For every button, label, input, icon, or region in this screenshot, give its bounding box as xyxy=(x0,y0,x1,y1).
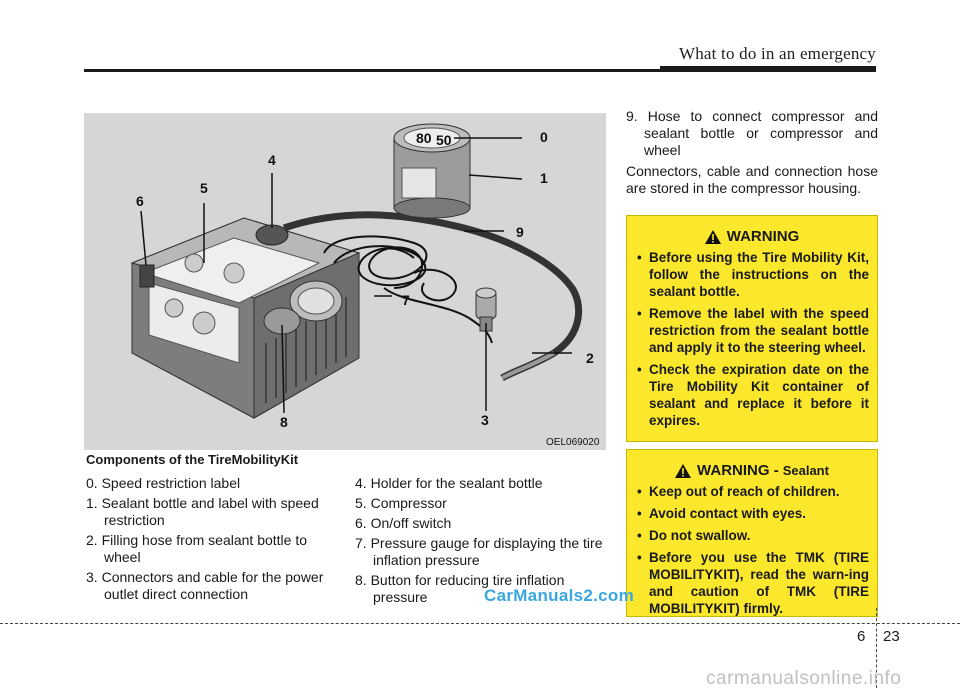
sealant-bottle-illustration: 80 50 xyxy=(393,123,471,219)
list-item: 6. On/off switch xyxy=(355,515,452,531)
list-item: 0. Speed restriction label xyxy=(86,475,241,491)
page-chapter: 6 xyxy=(857,628,866,645)
right-column-text: 9. Hose to connect compressor and sealan… xyxy=(626,108,878,197)
warning-item: Before you use the TMK (TIRE MOBILITYKIT… xyxy=(635,549,869,617)
warning-header: WARNING xyxy=(635,228,869,245)
callout-4: 4 xyxy=(268,152,276,168)
warning-box-sealant: WARNING - Sealant Keep out of reach of c… xyxy=(626,449,878,617)
warning-subtitle: Sealant xyxy=(782,463,829,478)
bottle-mark-80: 80 xyxy=(416,130,432,146)
leader-lines xyxy=(140,137,572,414)
cable-illustration xyxy=(323,235,493,344)
list-item: 1. Sealant bottle and label with speed r… xyxy=(86,495,319,528)
callout-3: 3 xyxy=(481,412,489,428)
warning-item: Remove the label with the speed restrict… xyxy=(635,305,869,356)
warning-title: WARNING xyxy=(726,228,800,245)
list-item: 5. Compressor xyxy=(355,495,447,511)
warning-triangle-icon xyxy=(675,463,692,478)
list-item: 4. Holder for the sealant bottle xyxy=(355,475,543,491)
callout-7: 7 xyxy=(402,292,410,308)
list-item: 8. Button for reducing tire inflation pr… xyxy=(355,572,565,605)
list-item-9: 9. Hose to connect compressor and sealan… xyxy=(626,108,878,158)
warning-item: Check the expiration date on the Tire Mo… xyxy=(635,361,869,429)
header-rule xyxy=(84,69,876,72)
list-item: 3. Connectors and cable for the power ou… xyxy=(86,569,324,602)
warning-box-tire-mobility: WARNING Before using the Tire Mobility K… xyxy=(626,215,878,442)
tire-mobility-kit-figure: 80 50 0 1 2 3 4 5 6 7 8 9 OEL069020 xyxy=(84,113,606,450)
components-list-left: 0. Speed restriction label 1. Sealant bo… xyxy=(86,475,336,606)
callout-9: 9 xyxy=(516,224,524,240)
warning-item: Avoid contact with eyes. xyxy=(635,505,869,522)
figure-caption: Components of the TireMobilityKit xyxy=(86,452,299,467)
warning-triangle-icon xyxy=(704,229,721,244)
watermark-inline: CarManuals2.com xyxy=(484,586,634,605)
list-item: 7. Pressure gauge for displaying the tir… xyxy=(355,535,603,568)
callout-5: 5 xyxy=(200,180,208,196)
warning-header: WARNING - Sealant xyxy=(635,462,869,479)
figure-code: OEL069020 xyxy=(546,437,600,448)
footer-divider xyxy=(876,608,877,688)
warning-item: Do not swallow. xyxy=(635,527,869,544)
callout-6: 6 xyxy=(136,193,144,209)
storage-note: Connectors, cable and connection hose ar… xyxy=(626,163,878,196)
warning-item: Before using the Tire Mobility Kit, foll… xyxy=(635,249,869,300)
footer-rule xyxy=(0,623,960,624)
callout-0: 0 xyxy=(540,129,548,145)
components-list-right: 4. Holder for the sealant bottle 5. Comp… xyxy=(355,475,605,609)
bottle-mark-50: 50 xyxy=(436,132,452,148)
watermark-bottom: carmanualsonline.info xyxy=(706,668,902,689)
warning-title: WARNING - xyxy=(697,462,779,479)
callout-8: 8 xyxy=(280,414,288,430)
header-rule-accent xyxy=(660,66,876,72)
callout-1: 1 xyxy=(540,170,548,186)
warning-item: Keep out of reach of children. xyxy=(635,483,869,500)
header-title: What to do in an emergency xyxy=(678,44,876,63)
callout-2: 2 xyxy=(586,350,594,366)
page-number: 23 xyxy=(883,628,900,645)
list-item: 2. Filling hose from sealant bottle to w… xyxy=(86,532,308,565)
